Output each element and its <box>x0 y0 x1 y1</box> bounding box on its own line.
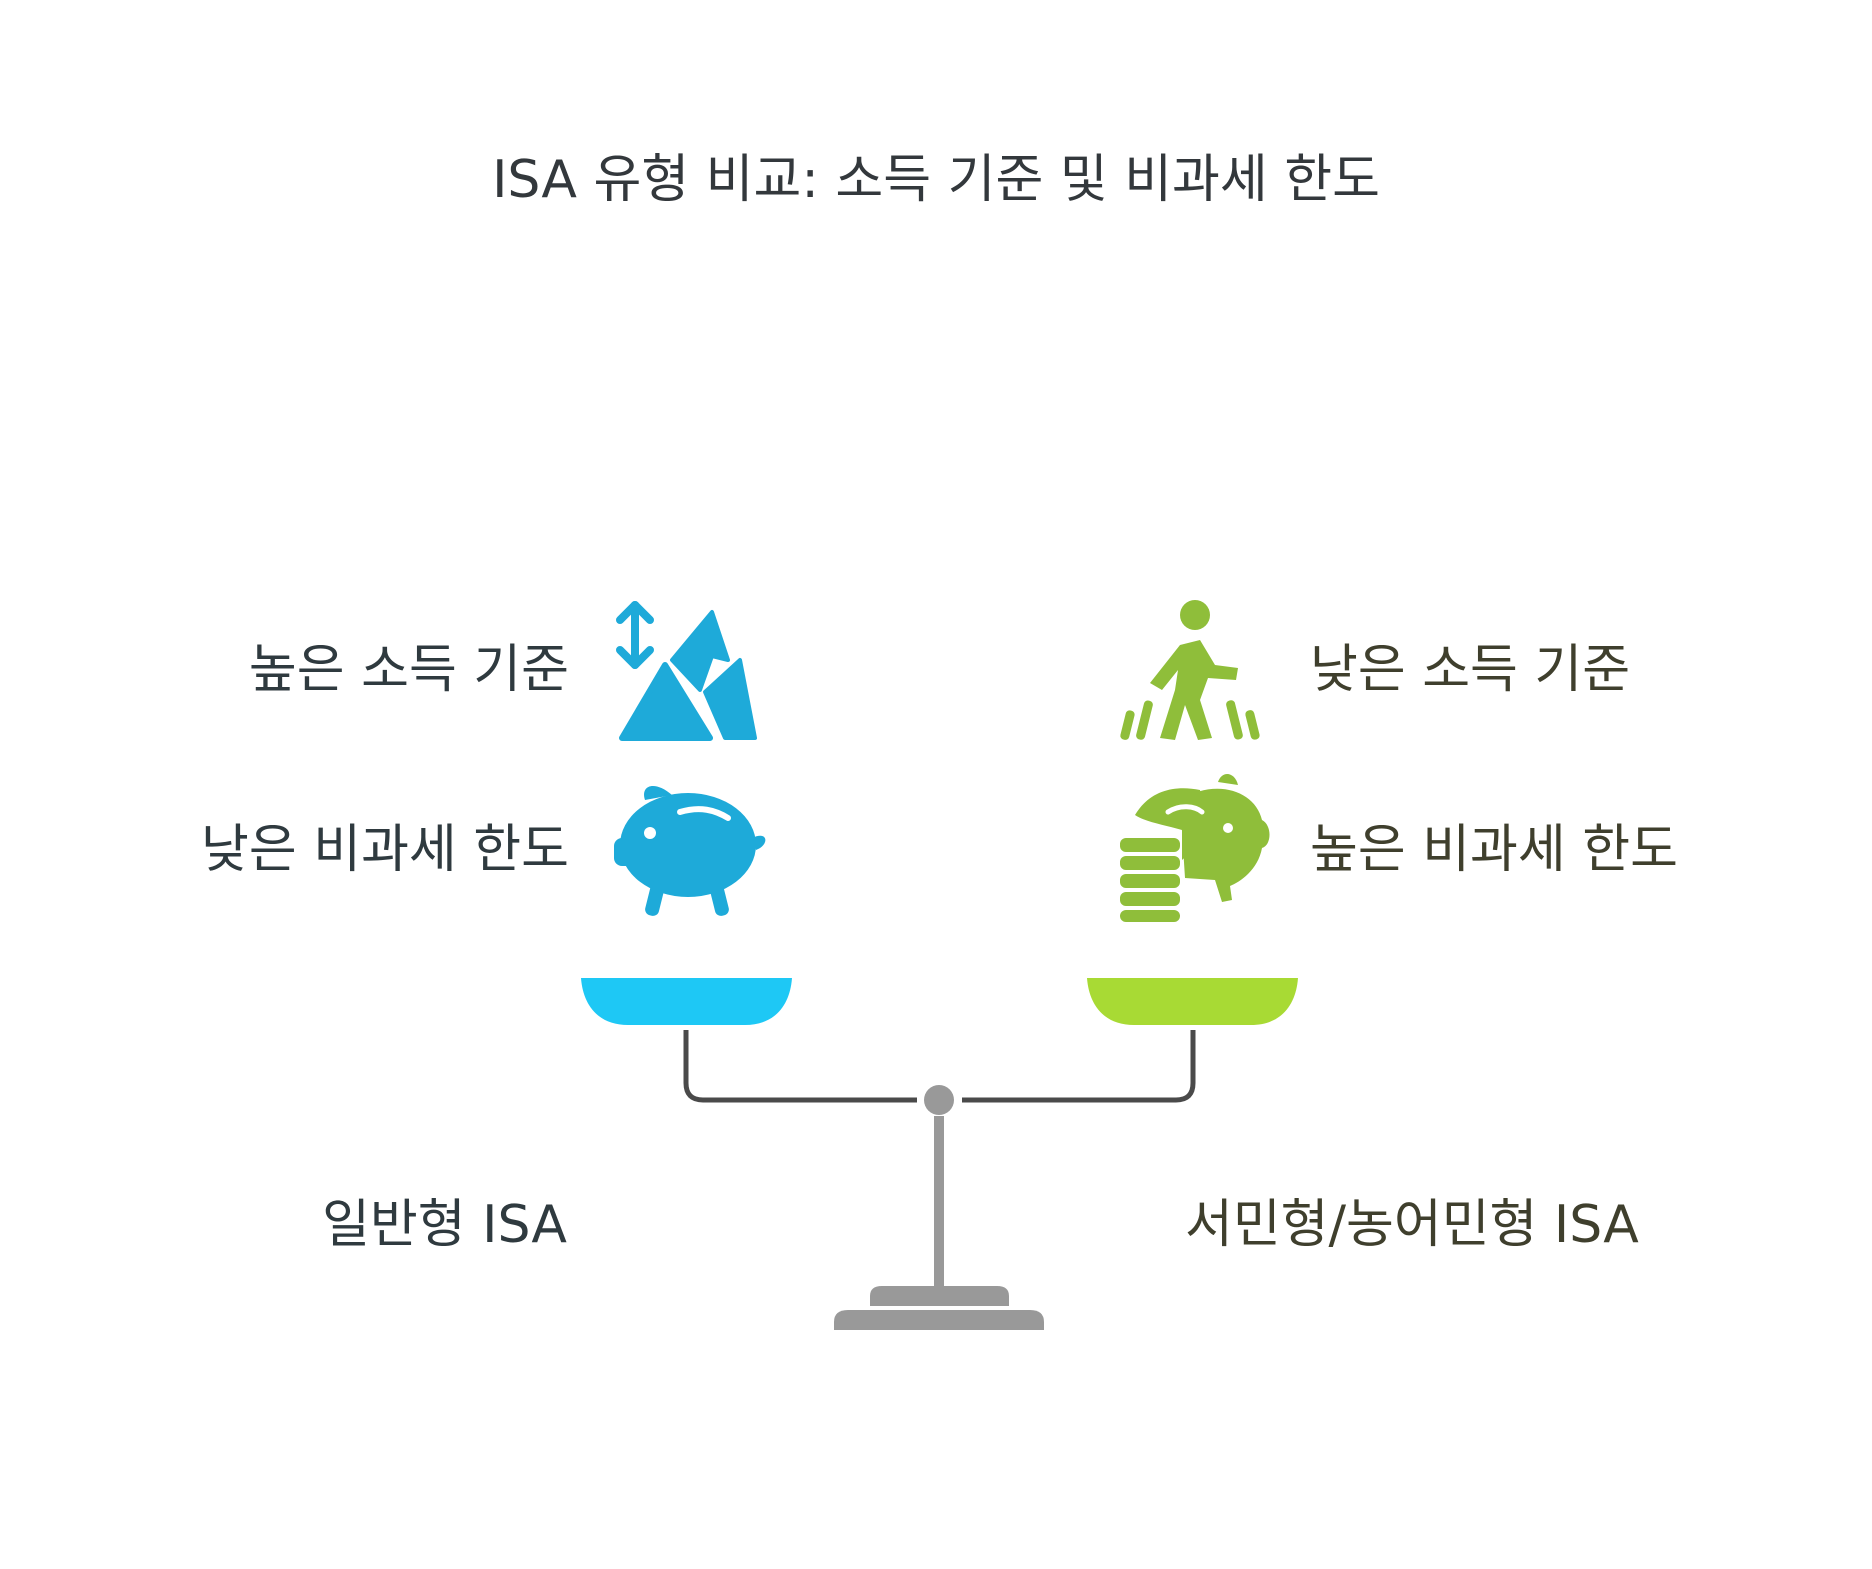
left-item-income: 높은 소득 기준 <box>248 640 569 700</box>
scale-base-top <box>870 1286 1009 1306</box>
scale-post <box>934 1116 944 1286</box>
scale-beam <box>683 1030 1196 1103</box>
diagram-title: ISA 유형 비교: 소득 기준 및 비과세 한도 <box>492 150 1380 210</box>
right-type-name: 서민형/농어민형 ISA <box>1185 1195 1639 1255</box>
right-scale-pan <box>1087 978 1298 1025</box>
scale-base-bottom <box>834 1310 1044 1330</box>
piggy-bank-icon <box>614 785 766 916</box>
left-scale-pan <box>581 978 792 1025</box>
right-item-taxfree: 높은 비과세 한도 <box>1310 820 1678 880</box>
piggy-bank-coins-icon <box>1120 774 1270 922</box>
left-item-taxfree: 낮은 비과세 한도 <box>201 820 569 880</box>
scale-pivot <box>924 1085 954 1115</box>
mountain-arrow-icon <box>616 601 757 741</box>
right-item-income: 낮은 소득 기준 <box>1310 640 1631 700</box>
left-type-name: 일반형 ISA <box>322 1195 567 1255</box>
walking-person-icon <box>1120 600 1260 740</box>
